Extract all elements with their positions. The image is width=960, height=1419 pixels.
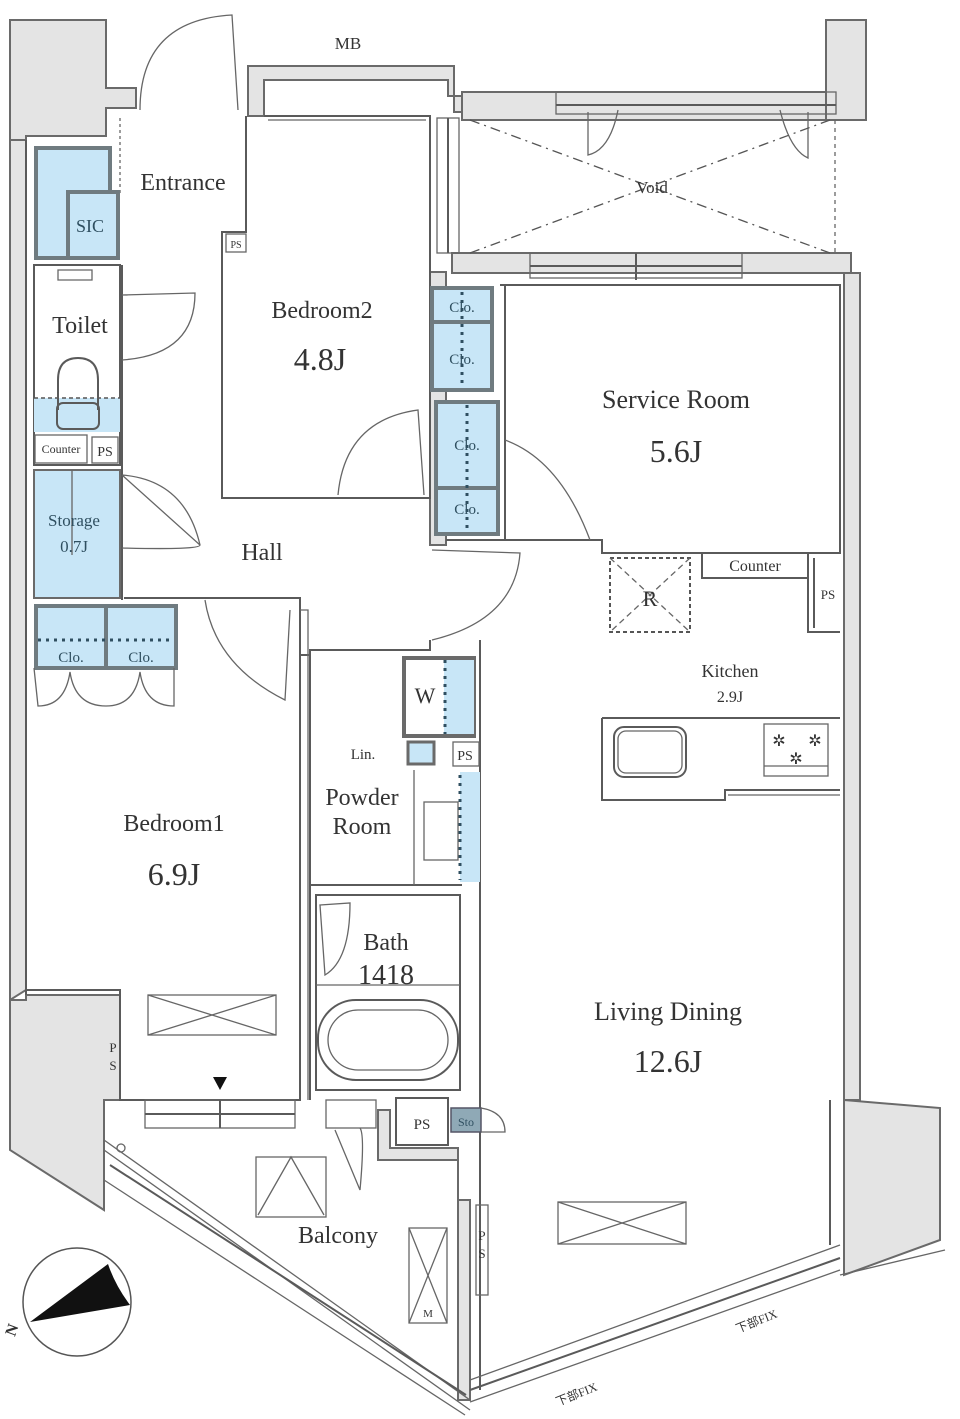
closets xyxy=(33,146,506,1133)
closet-label: Clo. xyxy=(58,650,83,666)
windows xyxy=(144,91,837,1129)
fix-window-label: 下部FIX xyxy=(553,1379,599,1409)
living-dining-size: 12.6J xyxy=(634,1043,702,1079)
bedroom2-size: 4.8J xyxy=(294,341,346,377)
kitchen-label: Kitchen xyxy=(702,661,759,681)
hall-label: Hall xyxy=(241,540,283,566)
burner-icon: ✲ xyxy=(789,751,802,768)
glazing xyxy=(103,1139,946,1416)
balcony-label: Balcony xyxy=(298,1223,378,1249)
fixtures: ✲ ✲ ✲ xyxy=(34,233,829,1324)
toilet-ps-label: PS xyxy=(97,445,113,460)
balcony-meter-label: M xyxy=(423,1308,433,1320)
bedroom2-ps-label: PS xyxy=(230,240,241,251)
living-ps-label-s: S xyxy=(478,1246,485,1261)
bath-ps-label: PS xyxy=(414,1117,431,1133)
living-ps-label-p: P xyxy=(478,1228,485,1243)
void-label: Void xyxy=(636,178,668,197)
powder-room-label: Powder xyxy=(325,785,398,811)
partition-lines xyxy=(25,115,841,1390)
kitchen-counter-label: Counter xyxy=(729,558,781,575)
bath-label: Bath xyxy=(363,930,408,956)
closet-label: Clo. xyxy=(454,502,479,518)
kitchen-ps-label: PS xyxy=(821,587,835,602)
kitchen-size: 2.9J xyxy=(717,689,743,706)
powder-ps-label: PS xyxy=(457,749,473,764)
compass-circle-icon xyxy=(22,1247,132,1357)
bath-size: 1418 xyxy=(358,960,414,991)
washer-label: W xyxy=(415,683,436,708)
compass xyxy=(22,1247,132,1357)
fix-window-label: 下部FIX xyxy=(733,1306,779,1336)
refrigerator-label: R xyxy=(643,586,658,611)
storage-size: 0.7J xyxy=(60,537,88,556)
bedroom1-label: Bedroom1 xyxy=(123,811,224,837)
sic-label: SIC xyxy=(76,216,104,236)
entrance-label: Entrance xyxy=(140,170,225,196)
labels: MB Entrance SIC Toilet Counter PS Storag… xyxy=(3,34,836,1409)
window-marker-icon xyxy=(213,1077,227,1090)
service-room-size: 5.6J xyxy=(650,433,702,469)
powder-room-label-2: Room xyxy=(333,814,392,840)
burner-icon: ✲ xyxy=(772,733,785,750)
closet-label: Clo. xyxy=(449,300,474,316)
void-cross xyxy=(469,119,836,254)
bedroom1-size: 6.9J xyxy=(148,856,200,892)
bedroom1-ps-label-p: P xyxy=(109,1040,116,1055)
mb-label: MB xyxy=(335,34,361,53)
living-dining-label: Living Dining xyxy=(594,997,742,1026)
closet-label: Clo. xyxy=(128,650,153,666)
closet-label: Clo. xyxy=(449,352,474,368)
toilet-label: Toilet xyxy=(52,313,108,339)
bedroom2-label: Bedroom2 xyxy=(271,298,372,324)
burner-icon: ✲ xyxy=(808,733,821,750)
toilet-counter-label: Counter xyxy=(42,442,81,456)
sto-label: Sto xyxy=(458,1115,474,1129)
compass-north-label: N xyxy=(3,1321,23,1338)
closet-label: Clo. xyxy=(454,438,479,454)
north-arrow-icon xyxy=(30,1264,130,1322)
doors xyxy=(121,14,809,1191)
linen-label: Lin. xyxy=(351,747,376,763)
storage-label: Storage xyxy=(48,511,100,530)
bedroom1-ps-label-s: S xyxy=(109,1058,116,1073)
service-room-label: Service Room xyxy=(602,385,750,414)
